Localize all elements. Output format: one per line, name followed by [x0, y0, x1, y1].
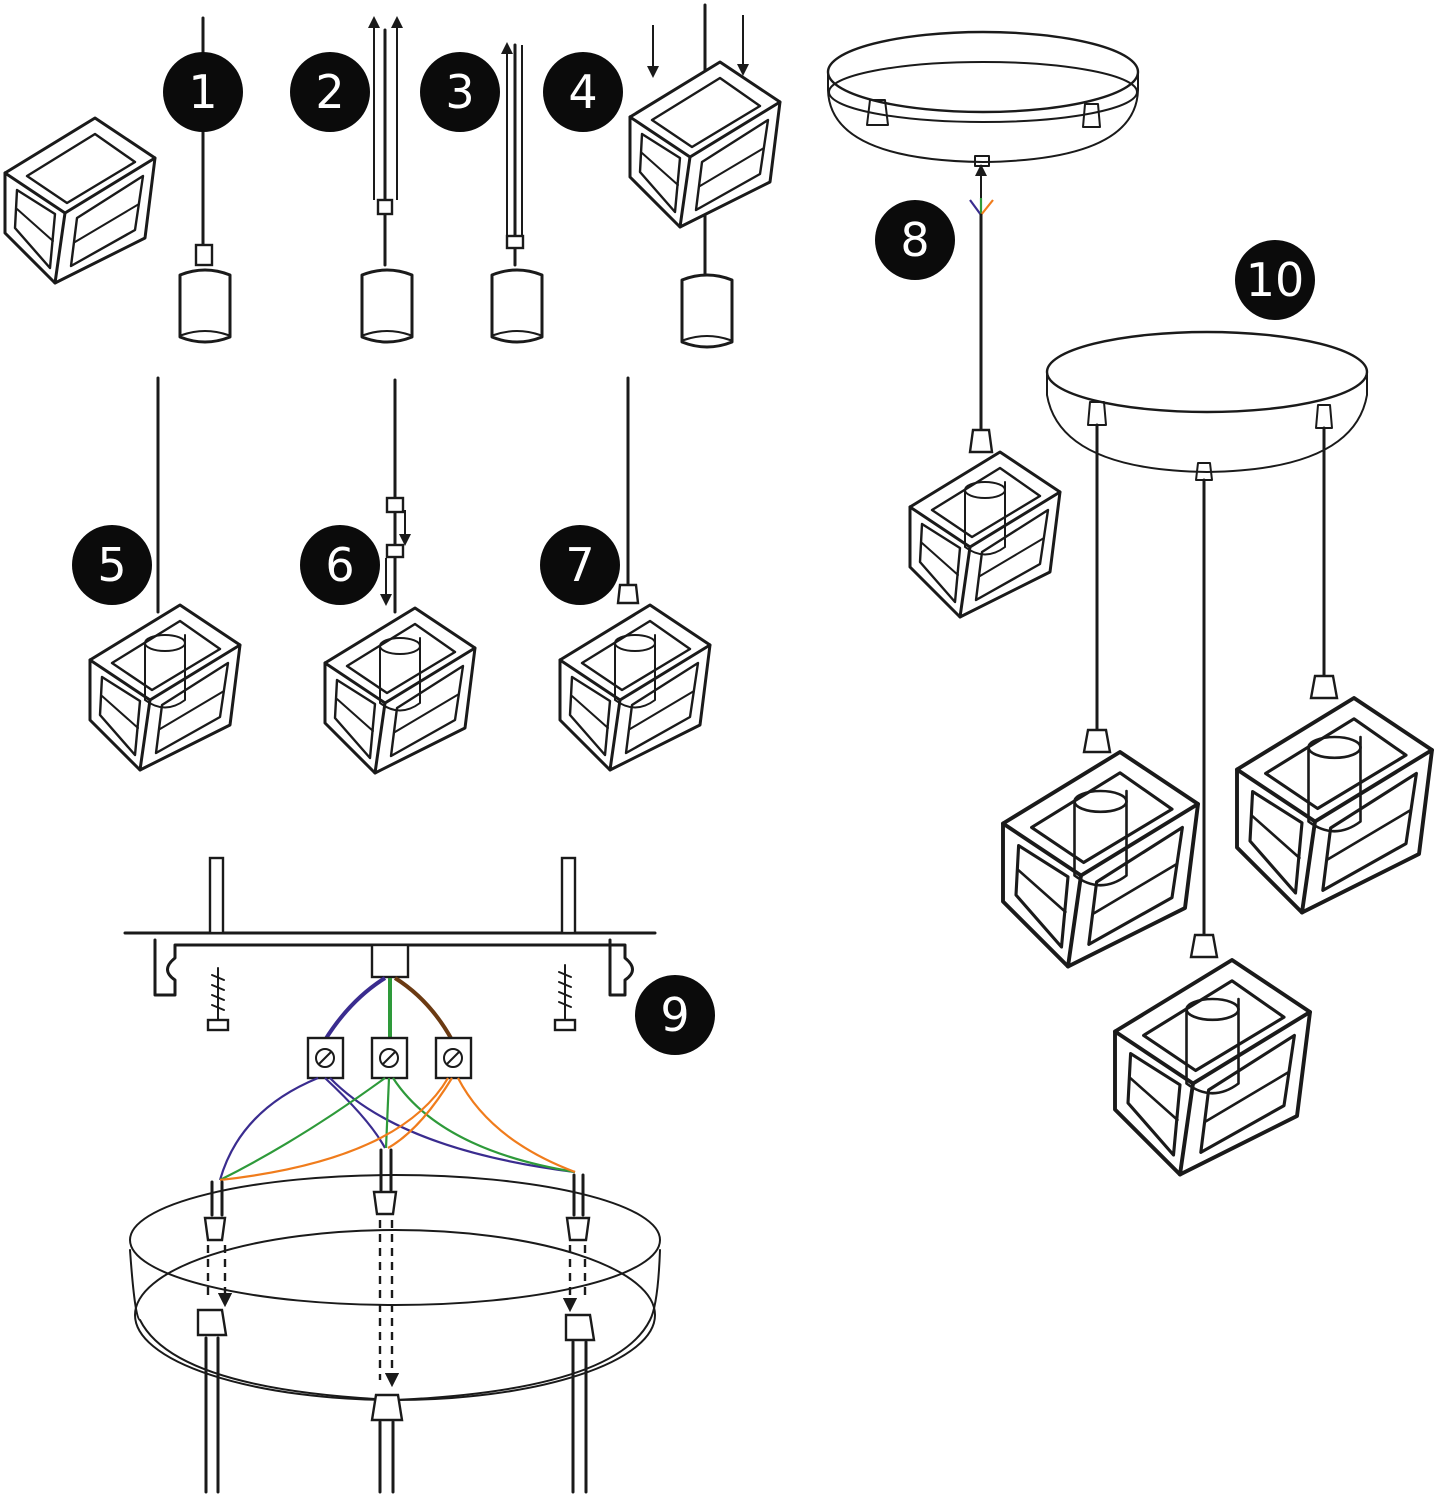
step-3-label: 3 [445, 65, 474, 119]
step-8-drawing [826, 30, 1140, 617]
step-5-drawing [90, 376, 240, 770]
cord-grip-icon [616, 583, 640, 605]
step-3-badge: 3 [420, 52, 500, 132]
pendant-cord-center [370, 1148, 404, 1494]
cube-cage-icon [3, 116, 157, 285]
cord-grip-icon [1189, 933, 1219, 959]
step-6-drawing [325, 378, 475, 773]
pendant-cord-right [562, 1173, 596, 1494]
ceiling-canopy-icon [129, 1174, 661, 1401]
mounting-bracket-icon [123, 856, 657, 997]
terminal-block-icon [434, 1036, 473, 1080]
ceiling-canopy-icon [1045, 330, 1369, 481]
step-6-badge: 6 [300, 525, 380, 605]
step-9-badge: 9 [635, 975, 715, 1055]
step-6-label: 6 [325, 538, 354, 592]
cord-grip-icon [385, 496, 405, 514]
cord-grip-icon [1309, 674, 1339, 700]
cube-lamp-icon [1003, 752, 1198, 967]
step-5-badge: 5 [72, 525, 152, 605]
cord-grip-icon [505, 234, 525, 250]
screw-icon [553, 964, 577, 1032]
cord-grip-icon [968, 428, 994, 454]
lamp-holder-icon [490, 268, 544, 344]
step-2-drawing [360, 16, 414, 344]
cord-grip-icon [376, 198, 394, 216]
step-7-label: 7 [565, 538, 594, 592]
cord-grip-icon [385, 543, 405, 559]
step-2-badge: 2 [290, 52, 370, 132]
step-4-badge: 4 [543, 52, 623, 132]
step-7-drawing [560, 376, 710, 770]
step-1-badge: 1 [163, 52, 243, 132]
step-5-label: 5 [97, 538, 126, 592]
lamp-holder-icon [360, 268, 414, 344]
step-10-drawing [1003, 330, 1432, 1175]
cord-grip-icon [194, 243, 214, 267]
step-8-label: 8 [900, 213, 929, 267]
terminal-block-icon [306, 1036, 345, 1080]
terminal-block-icon [370, 1036, 409, 1080]
cube-lamp-icon [910, 452, 1060, 617]
step-10-badge: 10 [1235, 240, 1315, 320]
step-4-drawing [628, 3, 782, 349]
step-7-badge: 7 [540, 525, 620, 605]
ceiling-canopy-icon [826, 30, 1140, 167]
lamp-holder-icon [178, 268, 232, 344]
cube-lamp-icon [1237, 698, 1432, 913]
step-9-drawing [123, 856, 661, 1494]
step-3-drawing [490, 42, 544, 344]
step-10-label: 10 [1246, 253, 1305, 307]
cube-lamp-icon [560, 605, 710, 770]
screw-icon [206, 967, 230, 1032]
step-4-label: 4 [568, 65, 597, 119]
step-1-label: 1 [188, 65, 217, 119]
cube-lamp-icon [1115, 960, 1310, 1175]
step-8-badge: 8 [875, 200, 955, 280]
cord-grip-icon [1082, 728, 1112, 754]
cube-lamp-icon [90, 605, 240, 770]
cube-lamp-icon [325, 608, 475, 773]
pendant-cord-left [196, 1180, 233, 1494]
step-2-label: 2 [315, 65, 344, 119]
cube-cage-icon [628, 60, 782, 229]
lamp-holder-icon [680, 273, 734, 349]
step-9-label: 9 [660, 988, 689, 1042]
